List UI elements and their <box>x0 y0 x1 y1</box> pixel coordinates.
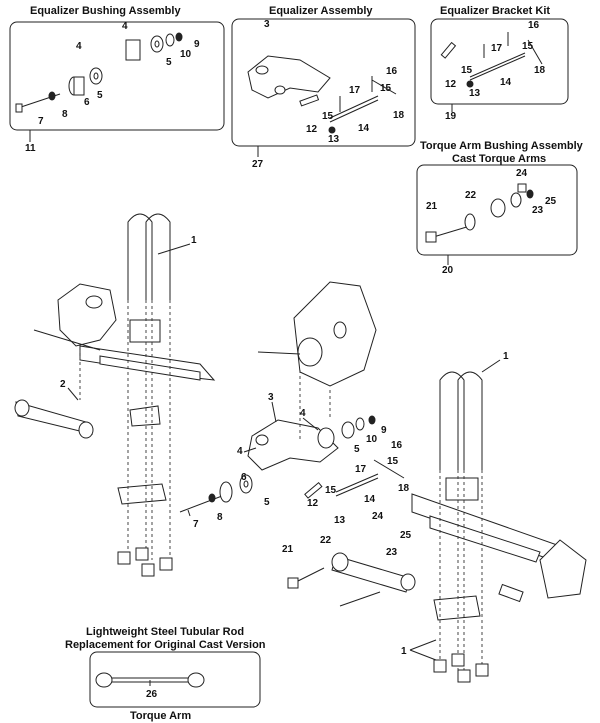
callout-15-main-a: 15 <box>387 456 399 467</box>
callout-24-inset: 24 <box>516 168 528 179</box>
left-spring-assembly <box>14 213 216 577</box>
callout-25-inset: 25 <box>545 196 557 207</box>
callout-21-main: 21 <box>282 544 294 555</box>
callout-15-inset-d: 15 <box>461 65 473 76</box>
torque-arm-panel <box>89 651 261 708</box>
callout-15-inset-b: 15 <box>322 111 334 122</box>
callout-15-inset-a: 15 <box>380 83 392 94</box>
callout-23-inset: 23 <box>532 205 544 216</box>
right-spring-assembly <box>287 371 587 683</box>
equalizer-bracket-title: Equalizer Bracket Kit <box>440 5 551 17</box>
center-equalizer-assembly <box>179 281 405 513</box>
callout-15-inset-c: 15 <box>522 41 534 52</box>
callout-25-main: 25 <box>400 530 412 541</box>
callout-26: 26 <box>146 689 158 700</box>
callout-1-right-bottom: 1 <box>401 646 407 657</box>
callout-4-main-b: 4 <box>237 446 243 457</box>
callout-13-inset-b: 13 <box>469 88 481 99</box>
bracket-inset-parts <box>440 32 543 88</box>
callout-19: 19 <box>445 111 457 122</box>
equalizer-bracket-panel <box>430 18 569 105</box>
callout-4-main-a: 4 <box>300 408 306 419</box>
equalizer-assembly-title: Equalizer Assembly <box>269 5 373 17</box>
callout-17-main: 17 <box>355 464 367 475</box>
callout-21-inset: 21 <box>426 201 438 212</box>
callout-16-inset-b: 16 <box>528 20 540 31</box>
torque-bushing-panel <box>416 164 578 256</box>
callout-17-inset-a: 17 <box>349 85 361 96</box>
torque-arm-caption: Torque Arm <box>130 710 192 722</box>
callout-10-inset: 10 <box>180 49 192 60</box>
equalizer-bushing-panel <box>9 21 225 131</box>
callout-23-main: 23 <box>386 547 398 558</box>
callout-4-inset-a: 4 <box>122 21 128 32</box>
bushing-inset-parts <box>15 32 183 113</box>
callout-14-inset-b: 14 <box>500 77 512 88</box>
callout-10-main: 10 <box>366 434 378 445</box>
callout-2: 2 <box>60 379 66 390</box>
callout-16-inset-a: 16 <box>386 66 398 77</box>
callout-12-inset-b: 12 <box>445 79 457 90</box>
callout-5-inset-b: 5 <box>97 90 103 101</box>
callout-7-main: 7 <box>193 519 199 530</box>
equalizer-inset-parts <box>247 55 397 134</box>
torque-bushing-title: Torque Arm Bushing Assembly <box>420 140 583 152</box>
callout-16-main: 16 <box>391 440 403 451</box>
callout-3-main: 3 <box>268 392 274 403</box>
callout-3-inset: 3 <box>264 19 270 30</box>
callout-22-inset: 22 <box>465 190 477 201</box>
callout-5-main-a: 5 <box>354 444 360 455</box>
callout-13-main: 13 <box>334 515 346 526</box>
torque-bushing-inset-parts <box>425 183 534 243</box>
callout-13-inset-a: 13 <box>328 134 340 145</box>
callout-5-main-b: 5 <box>264 497 270 508</box>
callout-6-main: 6 <box>241 472 247 483</box>
callout-22-main: 22 <box>320 535 332 546</box>
equalizer-bushing-title: Equalizer Bushing Assembly <box>30 5 181 17</box>
callout-12-inset-a: 12 <box>306 124 318 135</box>
callout-24-main: 24 <box>372 511 384 522</box>
callout-11: 11 <box>25 143 36 154</box>
callout-27: 27 <box>252 159 264 170</box>
equalizer-assembly-panel <box>231 18 416 147</box>
callout-14-main: 14 <box>364 494 376 505</box>
callout-18-inset-a: 18 <box>393 110 405 121</box>
callout-4-inset-b: 4 <box>76 41 82 52</box>
callout-18-inset-b: 18 <box>534 65 546 76</box>
callout-1-left: 1 <box>191 235 197 246</box>
callout-6-inset: 6 <box>84 97 90 108</box>
callout-9-inset: 9 <box>194 39 200 50</box>
callout-7-inset: 7 <box>38 116 44 127</box>
tubular-rod-title: Lightweight Steel Tubular Rod <box>86 626 245 638</box>
callout-8-inset: 8 <box>62 109 68 120</box>
tubular-rod-subtitle: Replacement for Original Cast Version <box>65 639 266 651</box>
torque-bushing-subtitle: Cast Torque Arms <box>452 153 547 165</box>
callout-5-inset-a: 5 <box>166 57 172 68</box>
callout-18-main: 18 <box>398 483 410 494</box>
callout-15-main-b: 15 <box>325 485 337 496</box>
callout-9-main: 9 <box>381 425 387 436</box>
callout-20: 20 <box>442 265 454 276</box>
callout-12-main: 12 <box>307 498 319 509</box>
callout-8-main: 8 <box>217 512 223 523</box>
callout-17-inset-b: 17 <box>491 43 503 54</box>
callout-14-inset-a: 14 <box>358 123 370 134</box>
callout-1-right-top: 1 <box>503 351 509 362</box>
leader-lines <box>67 243 501 686</box>
